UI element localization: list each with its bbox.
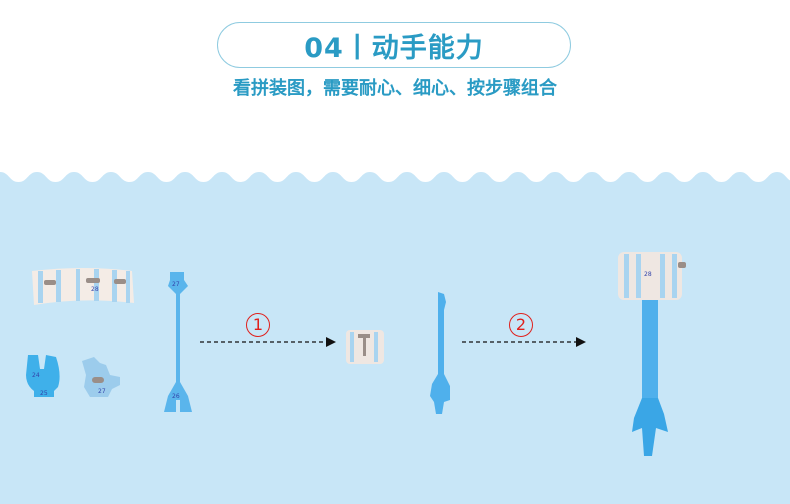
stick-label-bottom: 26: [172, 393, 180, 400]
final-label: 28: [644, 271, 652, 278]
assembled-stick-piece: [430, 292, 450, 414]
section-subtitle: 看拼装图，需要耐心、细心、按步骤组合: [233, 78, 557, 99]
step-1-arrow: [200, 337, 336, 347]
section-title: 04丨动手能力: [304, 32, 484, 64]
ring-strip-piece: 28: [32, 268, 134, 305]
step-number-2: 2: [509, 313, 533, 337]
hex-label: 27: [98, 388, 106, 395]
hex-piece: 27: [82, 357, 120, 397]
clip-label-bottom: 25: [40, 390, 48, 397]
ring-strip-label: 28: [91, 286, 99, 293]
clip-piece: 24 25: [26, 355, 60, 397]
stick-piece: 27 26: [164, 272, 192, 412]
step-number-1: 1: [246, 313, 270, 337]
stick-label-top: 27: [172, 281, 180, 288]
clip-label-top: 24: [32, 372, 40, 379]
final-assembly-piece: 28: [618, 252, 686, 456]
step-2-arrow: [462, 337, 586, 347]
small-ring-piece: [346, 330, 384, 364]
wave-background: [0, 172, 790, 504]
section-title-pill: 04丨动手能力: [217, 22, 571, 68]
